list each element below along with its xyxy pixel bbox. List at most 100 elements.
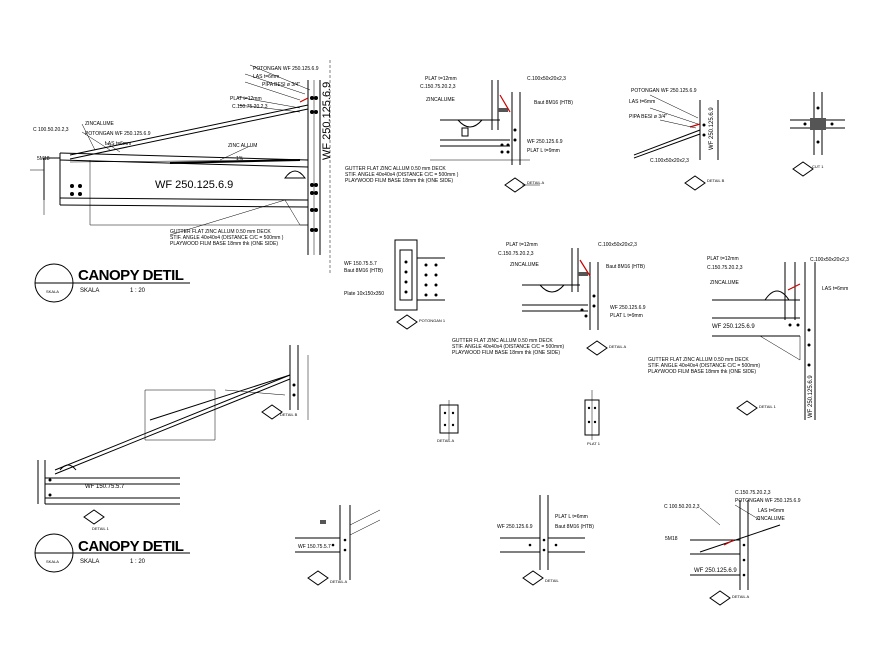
g1-stif: STIF. ANGLE 40x40x4 (DISTANCE C/C = 500m… (345, 172, 459, 178)
br-c150: C.150.75.20.2,3 (735, 490, 771, 496)
g2-zincalume: ZINCALUME (510, 262, 540, 268)
br-zincalume: ZINCALUME (756, 516, 786, 522)
bottom-detail-a (295, 505, 381, 586)
r-gutter: GUTTER FLAT ZINC ALLUM 0.50 mm DECK (648, 357, 749, 363)
detail-gutter-1 (430, 80, 540, 193)
label-pipa: PIPA BESI ø 3/4" (262, 82, 300, 88)
r-c100: C.100x50x20x2,3 (810, 257, 849, 263)
r-c150: C.150.75.20.2,3 (707, 265, 743, 271)
bd-wf: WF 150.75.5.7 (298, 544, 331, 550)
bm-wf2: WF 250.125.6.9 (497, 524, 533, 530)
title-bubble-top: SKALA (46, 289, 59, 294)
g1-label: DETAIL A (527, 180, 544, 185)
label-wf-main: WF 250.125.6.9 (155, 179, 233, 191)
g1-wf: WF 250.125.6.9 (527, 139, 563, 145)
scale-label-top: SKALA (80, 288, 99, 294)
label-stif: STIF. ANGLE 40x40x4 (DISTANCE C/C = 500m… (170, 235, 284, 241)
small-plat1: PLAT 1 (587, 441, 601, 446)
cut-1-detail (790, 92, 845, 177)
label-ref: 5M18 (37, 156, 50, 162)
label-las-2: LAS t=6mm (253, 74, 279, 80)
pot-baut: Baut 8M16 (HTB) (344, 268, 383, 274)
bm-plat-l: PLAT L t=6mm (555, 514, 588, 520)
g2-plat: PLAT t=12mm (506, 242, 538, 248)
label-las: LAS t=6mm (105, 141, 131, 147)
detail-gutter-2 (522, 248, 608, 356)
canopy-detail-title-top: CANOPY DETIL (78, 267, 184, 284)
scale-value-top: 1 : 20 (130, 288, 146, 294)
detail-pipa (633, 94, 719, 191)
r-label: DETAIL 1 (759, 404, 777, 409)
g2-gutter: GUTTER FLAT ZINC ALLUM 0.50 mm DECK (452, 338, 553, 344)
pipa-potongan: POTONGAN WF 250.125.6.9 (631, 88, 697, 94)
pipa-las: LAS t=6mm (629, 99, 655, 105)
small-detail-plat (584, 390, 600, 440)
canopy-section-bottom (37, 345, 309, 525)
scale-label-bottom: SKALA (80, 559, 99, 565)
g2-stif: STIF. ANGLE 40x40x4 (DISTANCE C/C = 500m… (452, 344, 564, 350)
b-detail-b: DETAIL B (280, 412, 298, 417)
pipa-label: DETAIL B (707, 178, 725, 183)
pipa-wf: WF 250.125.6.9 (709, 107, 715, 150)
label-gutter: GUTTER FLAT ZINC ALLUM 0.50 mm DECK (170, 229, 271, 235)
br-potongan: POTONGAN WF 250.125.6.9 (735, 498, 801, 504)
bm-label: DETAIL (545, 578, 559, 583)
small-detail-a (439, 400, 459, 440)
pot-label: POTONGAN 1 (419, 318, 446, 323)
bm-baut: Baut 8M16 (HTB) (555, 524, 594, 530)
g2-plat-l: PLAT L t=9mm (610, 313, 643, 319)
r-stif: STIF. ANGLE 40x40x4 (DISTANCE C/C = 500m… (648, 363, 760, 369)
pot-plate: Plate 10x150x350 (344, 291, 384, 297)
bottom-right-detail (690, 500, 781, 606)
g1-c100: C.100x50x20x2,3 (527, 76, 566, 82)
g2-baut: Baut 8M16 (HTB) (606, 264, 645, 270)
detail-right (712, 262, 816, 420)
label-potongan-2: POTONGAN WF 250.125.6.9 (253, 66, 319, 72)
br-label: DETAIL A (732, 594, 749, 599)
g1-plywood: PLAYWOOD FILM BASE 18mm thk (ONE SIDE) (345, 178, 453, 184)
g2-plywood: PLAYWOOD FILM BASE 18mm thk (ONE SIDE) (452, 350, 560, 356)
g2-c100: C.100x50x20x2,3 (598, 242, 637, 248)
label-zincalume: ZINCALUME (85, 121, 115, 127)
r-wf-col: WF 250.125.6.9 (808, 375, 814, 418)
pot-wf: WF 150.75.5.7 (344, 261, 377, 267)
g1-baut: Baut 8M16 (HTB) (534, 100, 573, 106)
g2-c150: C.150.75.20.2,3 (498, 251, 534, 257)
label-channel: C 100.50.20.2,3 (33, 127, 69, 133)
potongan-plate (394, 239, 445, 330)
title-bubble-bottom: SKALA (46, 559, 59, 564)
label-wf-column: WF 250.125.6.9 (321, 82, 333, 160)
bd-label: DETAIL A (330, 579, 347, 584)
r-zincalume: ZINCALUME (710, 280, 740, 286)
g1-zincalume: ZINCALUME (426, 97, 456, 103)
label-c150: C.150.75.20.2,3 (232, 104, 268, 110)
label-zinc-allum: ZINC ALLUM (228, 143, 257, 149)
br-ref: 5M18 (665, 536, 678, 542)
scale-value-bottom: 1 : 20 (130, 559, 146, 565)
br-las: LAS t=6mm (758, 508, 784, 514)
canopy-detail-title-bottom: CANOPY DETIL (78, 538, 184, 555)
label-plat: PLAT t=12mm (230, 96, 262, 102)
title-block-bottom (34, 533, 190, 573)
r-plywood: PLAYWOOD FILM BASE 18mm thk (ONE SIDE) (648, 369, 756, 375)
g2-wf: WF 250.125.6.9 (610, 305, 646, 311)
canopy-section-main (30, 60, 331, 275)
bottom-mid-detail (500, 495, 585, 586)
title-block-top (34, 263, 190, 303)
r-wf-beam: WF 250.125.6.9 (712, 324, 755, 330)
label-slope: 1% (236, 156, 244, 162)
label-plywood: PLAYWOOD FILM BASE 18mm thk (ONE SIDE) (170, 241, 278, 247)
g1-c150: C.150.75.20.2,3 (420, 84, 456, 90)
cut1-label: CUT 1 (812, 164, 824, 169)
g1-plat: PLAT t=12mm (425, 76, 457, 82)
r-las: LAS t=6mm (822, 286, 848, 292)
small-cut-a: DETAIL A (437, 438, 454, 443)
pipa-pipa: PIPA BESI ø 3/4" (629, 114, 667, 120)
b-wf: WF 150.75.5.7 (85, 484, 125, 490)
pipa-c100: C.100x50x20x2,3 (650, 158, 689, 164)
br-c100: C 100.50.20.2,3 (664, 504, 700, 510)
br-wf: WF 250.125.6.9 (694, 568, 737, 574)
label-potongan: POTONGAN WF 250.125.6.9 (85, 131, 151, 137)
g2-label: DETAIL A (609, 344, 626, 349)
